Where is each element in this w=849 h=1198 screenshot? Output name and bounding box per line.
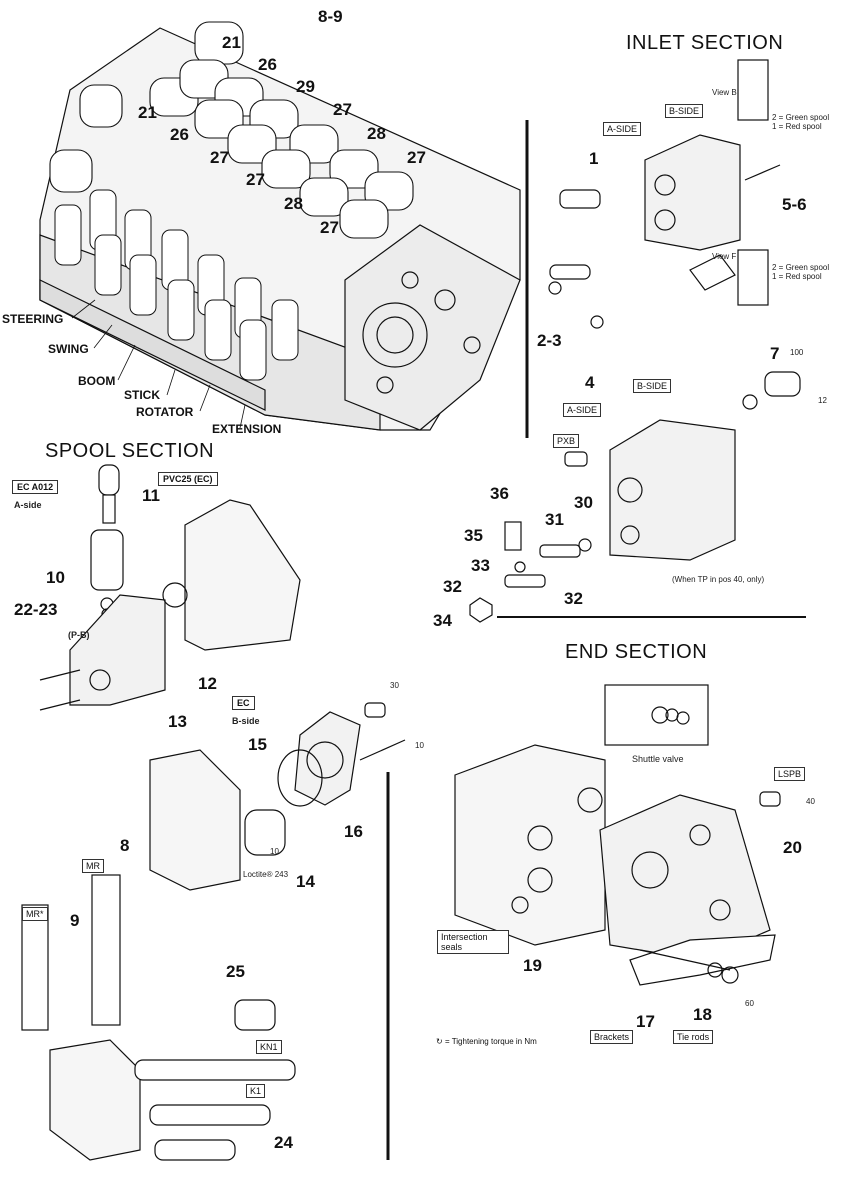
inlet-section-drawing (469, 59, 801, 623)
callout-8-9: 8-9 (318, 7, 343, 26)
inlet-note-red-2: 1 = Red spool (772, 272, 822, 281)
end-tag-tie-rods: Tie rods (673, 1030, 714, 1044)
callout-26-top: 26 (258, 55, 277, 74)
callout-14: 14 (296, 872, 315, 891)
callout-26-left: 26 (170, 125, 189, 144)
spool-section-drawing (21, 464, 406, 1161)
inlet-tag-a-side-bottom: A-SIDE (563, 403, 602, 417)
function-label-boom: BOOM (78, 374, 116, 388)
callout-21-top: 21 (222, 33, 241, 52)
callout-34: 34 (433, 611, 452, 630)
callout-31: 31 (545, 510, 564, 529)
callout-11: 11 (142, 486, 160, 505)
spool-b-side-label: B-side (232, 716, 260, 726)
callout-13: 13 (168, 712, 187, 731)
callout-9: 9 (70, 911, 80, 930)
end-torque-note: ↻ = Tightening torque in Nm (436, 1037, 537, 1046)
callout-20: 20 (783, 838, 802, 857)
callout-32-b: 32 (564, 589, 583, 608)
function-label-extension: EXTENSION (212, 422, 282, 436)
end-torque-60: 60 (745, 999, 754, 1008)
callout-35: 35 (464, 526, 483, 545)
callout-28-b: 28 (284, 194, 303, 213)
callout-8: 8 (120, 836, 130, 855)
end-section-heading: END SECTION (565, 641, 708, 663)
callout-7: 7 (770, 344, 780, 363)
function-label-rotator: ROTATOR (136, 405, 194, 419)
spool-tag-kn1: KN1 (256, 1040, 282, 1054)
end-torque-40: 40 (806, 797, 815, 806)
callout-27-e: 27 (320, 218, 339, 237)
function-label-swing: SWING (48, 342, 89, 356)
spool-tag-ec-a012: EC A012 (12, 480, 59, 494)
spool-a-side-label: A-side (14, 500, 42, 510)
callout-10: 10 (46, 568, 65, 587)
inlet-torque-12: 12 (818, 396, 827, 405)
spool-torque-10-b: 10 (270, 847, 279, 856)
callout-15: 15 (248, 735, 267, 754)
function-label-steering: STEERING (2, 312, 64, 326)
spool-torque-10-a: 10 (415, 741, 424, 750)
inlet-tag-pxb: PXB (553, 434, 580, 448)
callout-18: 18 (693, 1005, 712, 1024)
inlet-view-b-label: View B (712, 88, 737, 97)
spool-tag-mr-star: MR* (22, 907, 48, 921)
callout-27-a: 27 (333, 100, 352, 119)
inlet-tag-b-side-top: B-SIDE (665, 104, 704, 118)
main-valve-block (39, 21, 521, 431)
callout-32-a: 32 (443, 577, 462, 596)
end-tag-intersection-seals: Intersection seals (437, 930, 509, 954)
spool-tag-ec: EC (232, 696, 255, 710)
spool-torque-30: 30 (390, 681, 399, 690)
inlet-note-red-1: 1 = Red spool (772, 122, 822, 131)
function-label-stick: STICK (124, 388, 160, 402)
end-shuttle-valve-label: Shuttle valve (632, 754, 684, 764)
callout-28-a: 28 (367, 124, 386, 143)
callout-27-d: 27 (246, 170, 265, 189)
callout-1: 1 (589, 149, 599, 168)
callout-2-3: 2-3 (537, 331, 562, 350)
callout-25: 25 (226, 962, 245, 981)
spool-tag-mr: MR (82, 859, 104, 873)
callout-12: 12 (198, 674, 217, 693)
callout-5-6: 5-6 (782, 195, 807, 214)
inlet-note-green-2: 2 = Green spool (772, 263, 830, 272)
inlet-section-heading: INLET SECTION (626, 32, 784, 54)
inlet-torque-100: 100 (790, 348, 804, 357)
inlet-view-f-label: View F (712, 252, 737, 261)
callout-27-c: 27 (407, 148, 426, 167)
end-section-drawing (454, 684, 781, 986)
callout-29: 29 (296, 77, 315, 96)
inlet-tag-a-side-top: A-SIDE (603, 122, 642, 136)
callout-24: 24 (274, 1133, 293, 1152)
callout-21-left: 21 (138, 103, 157, 122)
spool-loctite-label: Loctite® 243 (243, 870, 289, 879)
callout-4: 4 (585, 373, 595, 392)
callout-36: 36 (490, 484, 509, 503)
callout-16: 16 (344, 822, 363, 841)
callout-19: 19 (523, 956, 542, 975)
inlet-note-green-1: 2 = Green spool (772, 113, 830, 122)
callout-17: 17 (636, 1012, 655, 1031)
callout-30: 30 (574, 493, 593, 512)
spool-tag-pvc25-ec: PVC25 (EC) (158, 472, 218, 486)
torque-icon: ↻ (436, 1037, 443, 1046)
inlet-tag-b-side-bottom: B-SIDE (633, 379, 672, 393)
end-tag-lspb: LSPB (774, 767, 806, 781)
callout-33: 33 (471, 556, 490, 575)
inlet-note-tp-pos: (When TP in pos 40, only) (672, 575, 765, 584)
end-torque-note-text: = Tightening torque in Nm (444, 1037, 537, 1046)
spool-tag-k1: K1 (246, 1084, 266, 1098)
spool-sub-p-b: (P-B) (68, 630, 90, 640)
spool-section-heading: SPOOL SECTION (45, 440, 215, 462)
callout-22-23: 22-23 (14, 600, 58, 619)
end-tag-brackets: Brackets (590, 1030, 634, 1044)
callout-27-b: 27 (210, 148, 229, 167)
